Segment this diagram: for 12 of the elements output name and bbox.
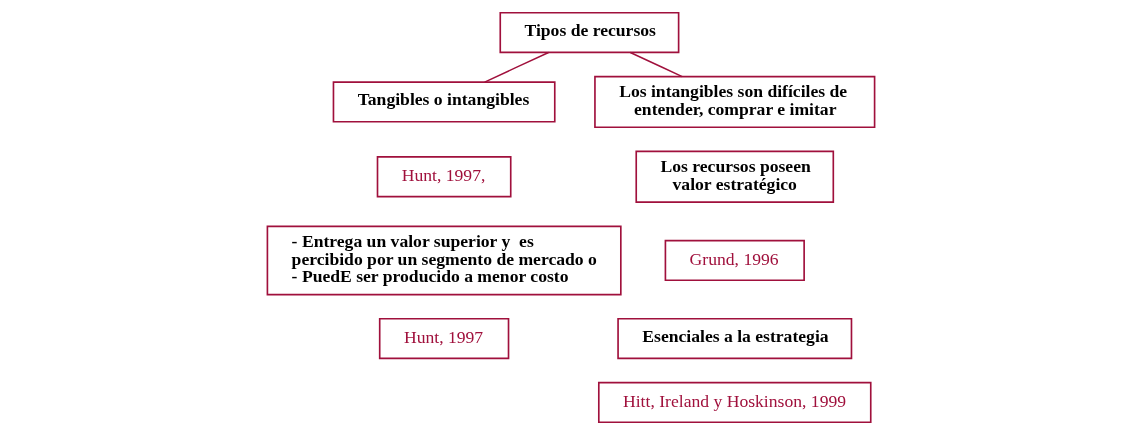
node-box: Hitt, Ireland y Hoskinson, 1999 <box>597 381 872 424</box>
node-box: Hunt, 1997, <box>376 156 512 198</box>
node-box: - Entrega un valor superior y es percibido por un segmento de mercado o - PuedE ser producido a menor costo <box>266 225 622 296</box>
connector <box>629 51 683 78</box>
node-box: Tangibles o intangibles <box>332 81 556 123</box>
node-box: Hunt, 1997 <box>378 317 509 360</box>
node-box: Los recursos poseen valor estratégico <box>634 150 834 203</box>
connector <box>483 51 549 83</box>
node-box: Esenciales a la estrategia <box>616 317 852 360</box>
node-box: Los intangibles son difíciles de entender, comprar e imitar <box>593 75 875 129</box>
node-box: Grund, 1996 <box>664 239 805 282</box>
node-box: Tipos de recursos <box>498 11 679 54</box>
